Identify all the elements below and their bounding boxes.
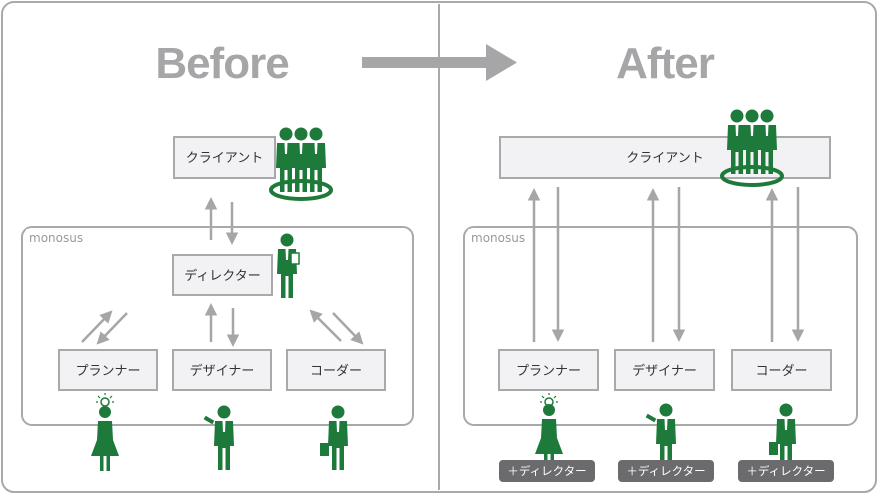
director-tag-label: ＋ディレクター [746, 464, 825, 478]
client-group-icon [269, 127, 333, 201]
planner-person-icon [91, 392, 119, 471]
before-role-box-coder [286, 349, 386, 391]
coder-person-icon [320, 405, 348, 470]
coder-person-icon [769, 403, 796, 468]
before-monosus-label: monosus [29, 231, 83, 245]
before-client-box [173, 136, 276, 179]
planner-person-icon [535, 392, 563, 469]
director-tag [738, 460, 834, 482]
director-tag-label: ＋ディレクター [626, 464, 705, 478]
before-role-box-designer [172, 349, 272, 391]
before-role-label: プランナー [75, 364, 140, 379]
before-role-label: デザイナー [190, 363, 255, 379]
designer-person-icon [645, 403, 676, 468]
before-director-label: ディレクター [184, 268, 261, 284]
transition-arrow-icon [362, 44, 517, 81]
director-tag [618, 460, 714, 482]
after-role-label: デザイナー [632, 363, 697, 379]
after-role-box-coder [731, 349, 832, 391]
after-role-box-planner [498, 349, 599, 391]
before-role-label: コーダー [310, 364, 362, 379]
after-title: After [616, 39, 715, 88]
director-tag-label: ＋ディレクター [507, 464, 586, 478]
after-role-label: プランナー [516, 364, 581, 379]
after-monosus-label: monosus [471, 231, 525, 245]
after-role-box-designer [614, 349, 715, 391]
before-director-box [172, 254, 273, 296]
director-tag [499, 460, 595, 482]
client-group-icon [720, 109, 784, 187]
before-title: Before [155, 39, 288, 88]
before-client-label: クライアント [186, 151, 263, 166]
director-person-icon [277, 233, 300, 298]
after-client-label: クライアント [626, 151, 703, 166]
designer-person-icon [203, 405, 234, 470]
before-role-box-planner [58, 349, 158, 391]
after-role-label: コーダー [755, 364, 807, 379]
